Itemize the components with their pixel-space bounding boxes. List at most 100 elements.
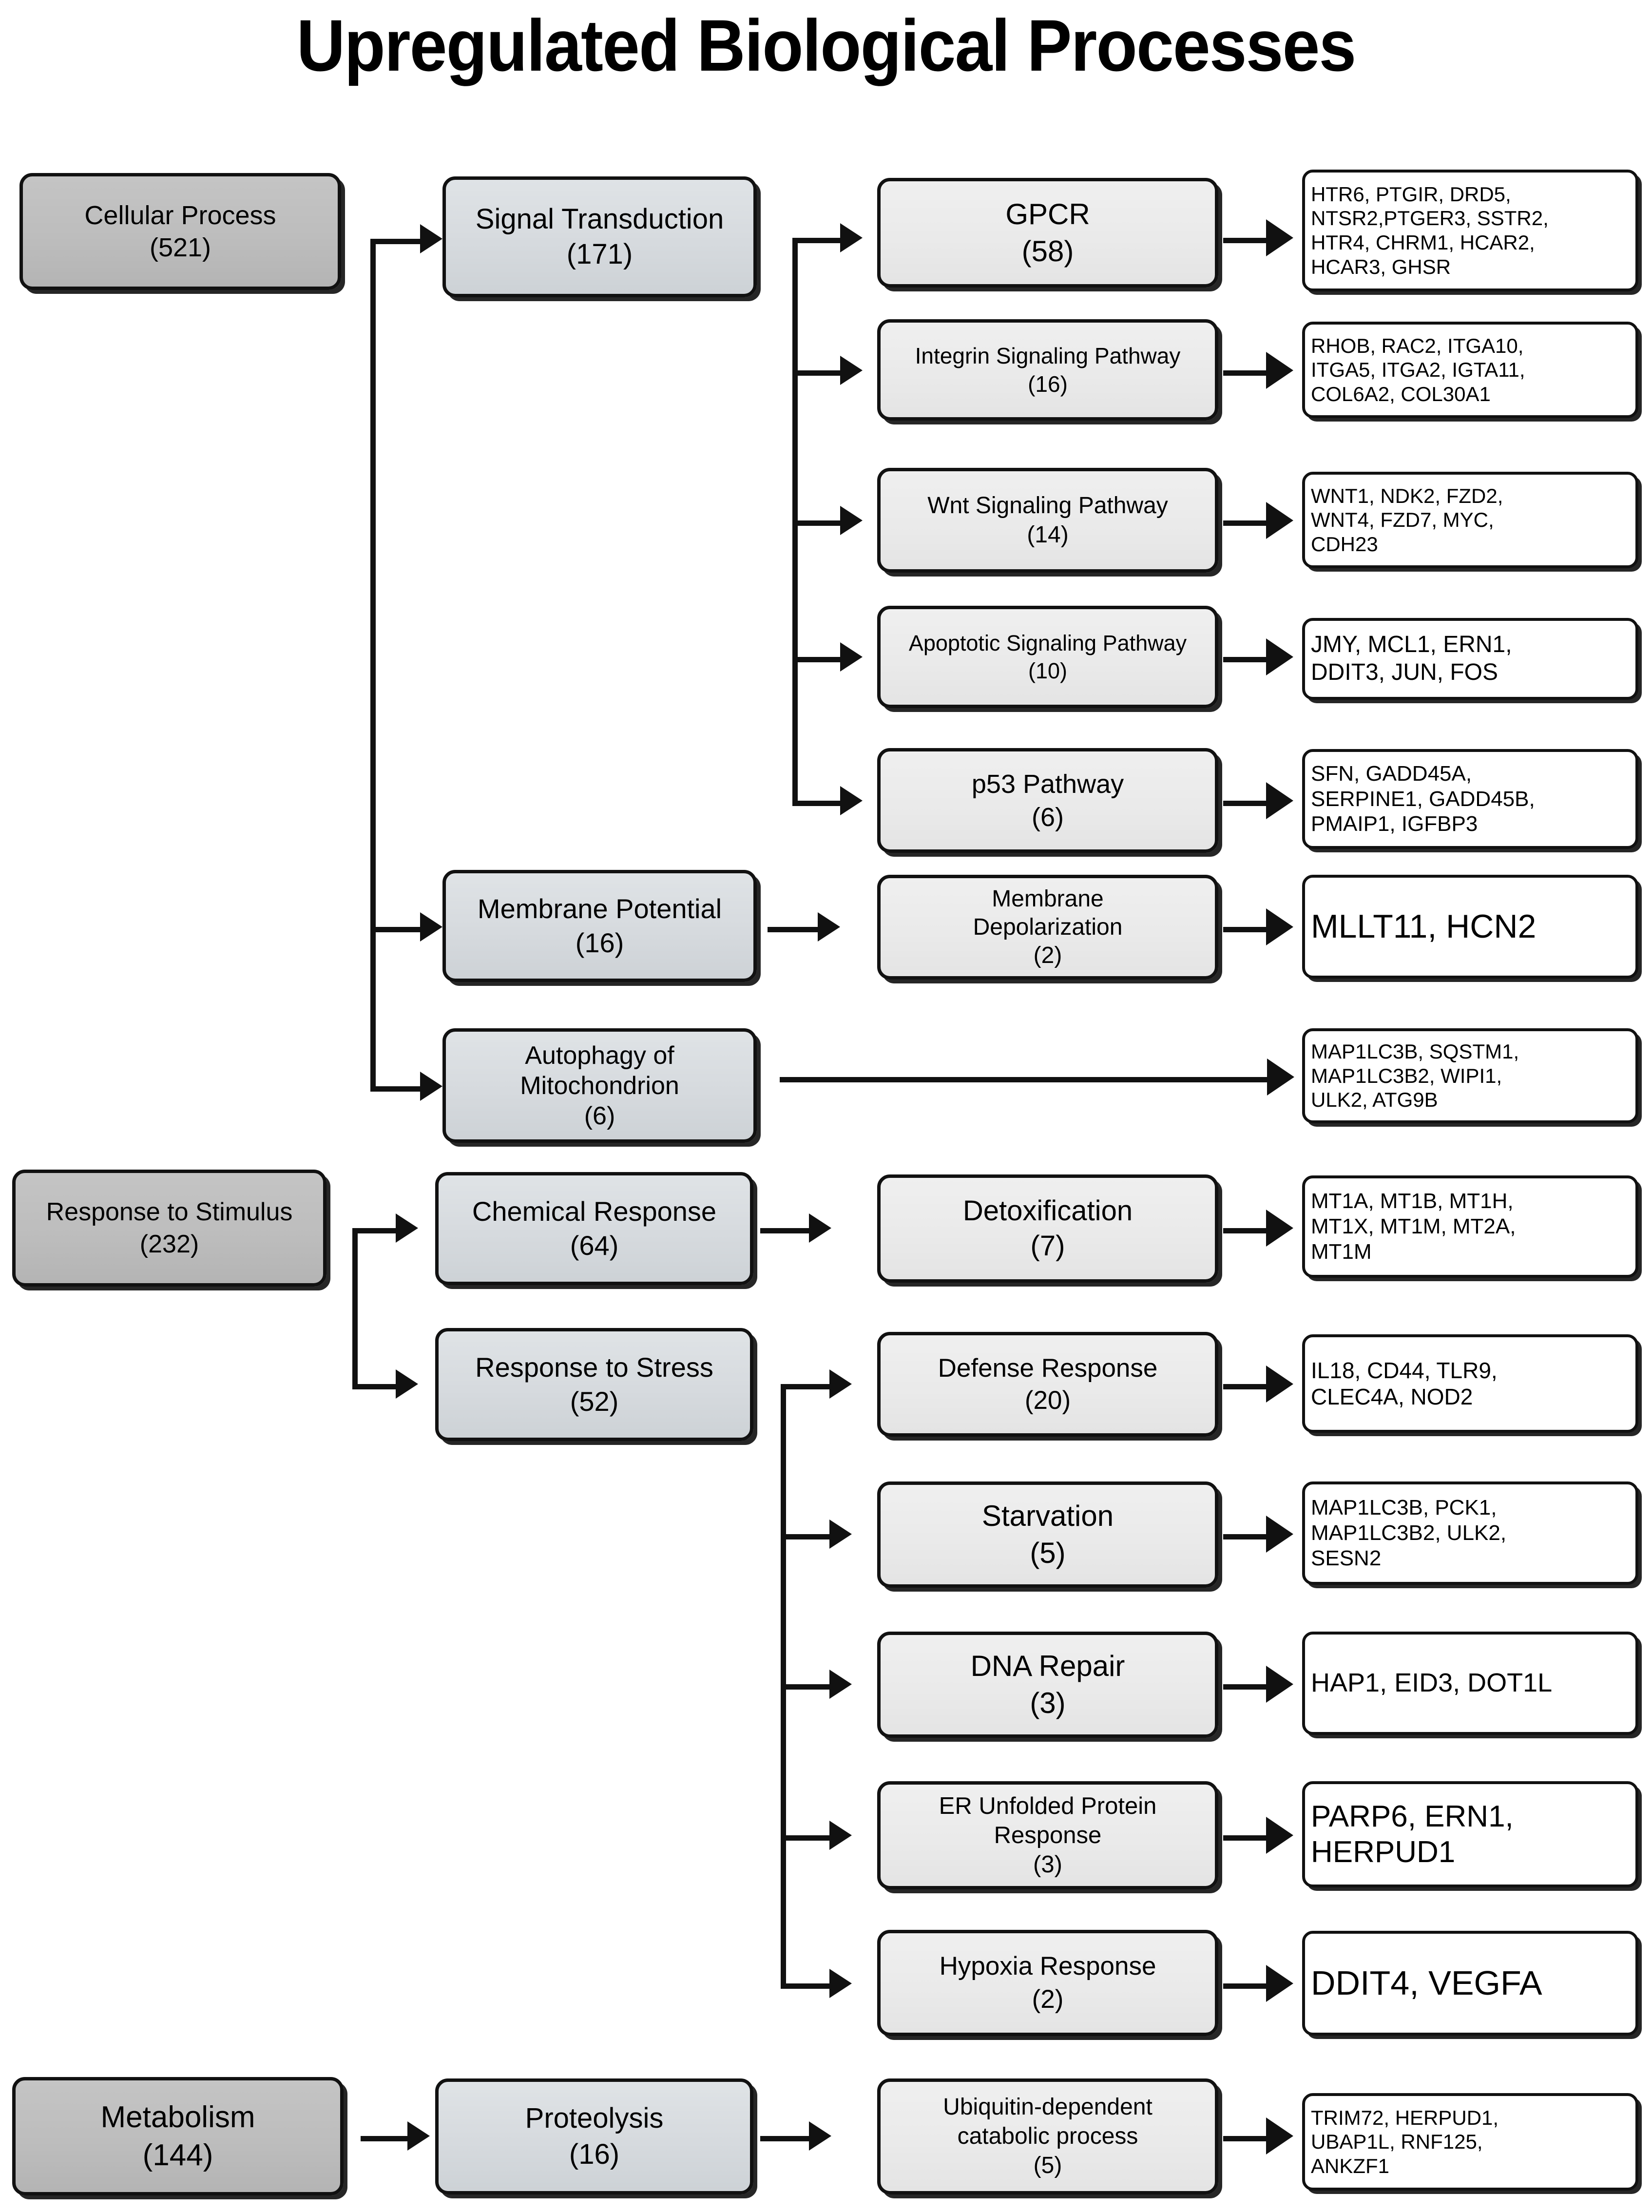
connector-signal-to-wnt	[792, 520, 844, 526]
gene-box-defense-response[interactable]: IL18, CD44, TLR9, CLEC4A, NOD2	[1302, 1334, 1638, 1433]
node-response-to-stress[interactable]: Response to Stress (52)	[435, 1328, 753, 1441]
gene-box-starvation[interactable]: MAP1LC3B, PCK1, MAP1LC3B2, ULK2, SESN2	[1302, 1481, 1638, 1585]
gene-box-autophagy[interactable]: MAP1LC3B, SQSTM1, MAP1LC3B2, WIPI1, ULK2…	[1302, 1028, 1638, 1123]
gene-box-ubiquitin[interactable]: TRIM72, HERPUD1, UBAP1L, RNF125, ANKZF1	[1302, 2093, 1638, 2191]
arrowhead-chemical-to-detox	[809, 1213, 831, 1243]
node-membrane-depolarization[interactable]: Membrane Depolarization (2)	[877, 875, 1218, 980]
connector-apoptotic-to-genes	[1223, 657, 1269, 662]
node-label: DNA Repair	[970, 1650, 1125, 1682]
arrowhead-gpcr-to-genes	[1266, 219, 1293, 256]
gene-list: RHOB, RAC2, ITGA10, ITGA5, ITGA2, IGTA11…	[1311, 334, 1525, 405]
arrowhead-signal-to-apoptotic	[840, 642, 863, 672]
arrowhead-defense-to-genes	[1266, 1366, 1293, 1403]
gene-box-er-upr[interactable]: PARP6, ERN1, HERPUD1	[1302, 1781, 1638, 1887]
arrowhead-starvation-to-genes	[1266, 1516, 1293, 1553]
node-autophagy-of-mitochondrion[interactable]: Autophagy of Mitochondrion (6)	[442, 1028, 757, 1143]
connector-stimulus-trunk	[352, 1228, 358, 1389]
node-proteolysis[interactable]: Proteolysis (16)	[435, 2078, 753, 2194]
connector-gpcr-to-genes	[1223, 238, 1269, 243]
gene-box-p53[interactable]: SFN, GADD45A, SERPINE1, GADD45B, PMAIP1,…	[1302, 749, 1638, 849]
node-label: Proteolysis	[525, 2102, 664, 2134]
node-response-to-stimulus[interactable]: Response to Stimulus (232)	[12, 1170, 327, 1287]
node-label: Membrane Depolarization	[973, 885, 1123, 940]
node-label: Defense Response	[938, 1353, 1158, 1383]
gene-box-integrin[interactable]: RHOB, RAC2, ITGA10, ITGA5, ITGA2, IGTA11…	[1302, 322, 1638, 418]
node-dna-repair[interactable]: DNA Repair (3)	[877, 1632, 1218, 1738]
connector-stress-to-dna	[781, 1684, 832, 1690]
node-count: (14)	[1027, 521, 1069, 548]
connector-signal-to-p53	[792, 801, 844, 806]
node-metabolism[interactable]: Metabolism (144)	[12, 2077, 344, 2195]
connector-detox-to-genes	[1223, 1228, 1269, 1233]
arrowhead-integrin-to-genes	[1266, 352, 1293, 389]
gene-box-apoptotic[interactable]: JMY, MCL1, ERN1, DDIT3, JUN, FOS	[1302, 618, 1638, 700]
node-count: (5)	[1033, 2153, 1062, 2178]
connector-signal-to-apoptotic	[792, 657, 844, 662]
gene-box-detoxification[interactable]: MT1A, MT1B, MT1H, MT1X, MT1M, MT2A, MT1M	[1302, 1175, 1638, 1278]
node-label: Wnt Signaling Pathway	[927, 492, 1168, 519]
connector-starvation-to-genes	[1223, 1534, 1269, 1539]
node-wnt-signaling-pathway[interactable]: Wnt Signaling Pathway (14)	[877, 468, 1218, 573]
connector-membrane-to-depol	[768, 927, 821, 932]
node-cellular-process[interactable]: Cellular Process (521)	[19, 173, 341, 290]
node-label: Autophagy of Mitochondrion	[520, 1041, 679, 1100]
gene-box-hypoxia[interactable]: DDIT4, VEGFA	[1302, 1931, 1638, 2036]
connector-stress-to-hypoxia	[781, 1983, 832, 1989]
arrowhead-dna-to-genes	[1266, 1666, 1293, 1703]
arrowhead-p53-to-genes	[1266, 782, 1293, 819]
arrowhead-stimulus-to-chemical	[396, 1213, 418, 1243]
node-er-unfolded-protein-response[interactable]: ER Unfolded Protein Response (3)	[877, 1781, 1218, 1889]
gene-list: MT1A, MT1B, MT1H, MT1X, MT1M, MT2A, MT1M	[1311, 1189, 1516, 1264]
connector-metabolism-to-proteolysis	[361, 2136, 409, 2141]
arrowhead-stimulus-to-stress	[396, 1369, 418, 1399]
connector-signal-to-gpcr	[792, 238, 844, 243]
arrowhead-stress-to-defense	[829, 1369, 852, 1399]
node-apoptotic-signaling-pathway[interactable]: Apoptotic Signaling Pathway (10)	[877, 606, 1218, 708]
arrowhead-signal-to-wnt	[840, 506, 863, 535]
node-ubiquitin-dependent-catabolic-process[interactable]: Ubiquitin-dependent catabolic process (5…	[877, 2078, 1218, 2194]
node-label: Cellular Process	[84, 201, 276, 230]
node-count: (58)	[1021, 234, 1074, 268]
arrowhead-wnt-to-genes	[1266, 502, 1293, 539]
arrowhead-signal-to-integrin	[840, 356, 863, 385]
arrowhead-er-to-genes	[1266, 1817, 1293, 1854]
gene-list: TRIM72, HERPUD1, UBAP1L, RNF125, ANKZF1	[1311, 2106, 1499, 2177]
gene-box-membrane-depolarization[interactable]: MLLT11, HCN2	[1302, 875, 1638, 979]
arrowhead-signal-to-p53	[840, 786, 863, 815]
node-chemical-response[interactable]: Chemical Response (64)	[435, 1172, 753, 1285]
connector-ubiquitin-to-genes	[1223, 2136, 1269, 2141]
node-signal-transduction[interactable]: Signal Transduction (171)	[442, 176, 757, 297]
node-count: (7)	[1030, 1230, 1065, 1262]
gene-list: HAP1, EID3, DOT1L	[1311, 1668, 1553, 1698]
node-p53-pathway[interactable]: p53 Pathway (6)	[877, 748, 1218, 853]
node-starvation[interactable]: Starvation (5)	[877, 1481, 1218, 1588]
node-gpcr[interactable]: GPCR (58)	[877, 178, 1218, 288]
node-defense-response[interactable]: Defense Response (20)	[877, 1332, 1218, 1437]
node-label: Integrin Signaling Pathway	[915, 343, 1181, 368]
connector-hypoxia-to-genes	[1223, 1983, 1269, 1989]
arrowhead-stress-to-hypoxia	[829, 1969, 852, 1998]
connector-defense-to-genes	[1223, 1384, 1269, 1389]
gene-list: MAP1LC3B, SQSTM1, MAP1LC3B2, WIPI1, ULK2…	[1311, 1040, 1519, 1112]
gene-box-dna-repair[interactable]: HAP1, EID3, DOT1L	[1302, 1632, 1638, 1735]
node-count: (5)	[1030, 1537, 1066, 1569]
arrowhead-hypoxia-to-genes	[1266, 1965, 1293, 2002]
arrowhead-metabolism-to-proteolysis	[407, 2121, 430, 2151]
node-label: ER Unfolded Protein Response	[939, 1793, 1157, 1848]
node-count: (64)	[570, 1230, 619, 1261]
node-label: Signal Transduction	[475, 203, 724, 235]
arrowhead-ubiquitin-to-genes	[1266, 2117, 1293, 2154]
arrowhead-detox-to-genes	[1266, 1210, 1293, 1247]
connector-cellular-trunk	[370, 239, 376, 1092]
node-count: (521)	[149, 233, 211, 262]
gene-box-wnt[interactable]: WNT1, NDK2, FZD2, WNT4, FZD7, MYC, CDH23	[1302, 472, 1638, 568]
gene-list: MLLT11, HCN2	[1311, 908, 1537, 945]
gene-box-gpcr[interactable]: HTR6, PTGIR, DRD5, NTSR2,PTGER3, SSTR2, …	[1302, 170, 1638, 291]
node-hypoxia-response[interactable]: Hypoxia Response (2)	[877, 1930, 1218, 2036]
node-count: (16)	[1028, 371, 1068, 397]
node-detoxification[interactable]: Detoxification (7)	[877, 1174, 1218, 1283]
node-integrin-signaling-pathway[interactable]: Integrin Signaling Pathway (16)	[877, 319, 1218, 421]
gene-list: IL18, CD44, TLR9, CLEC4A, NOD2	[1311, 1357, 1498, 1409]
node-membrane-potential[interactable]: Membrane Potential (16)	[442, 870, 757, 982]
gene-list: MAP1LC3B, PCK1, MAP1LC3B2, ULK2, SESN2	[1311, 1496, 1507, 1570]
